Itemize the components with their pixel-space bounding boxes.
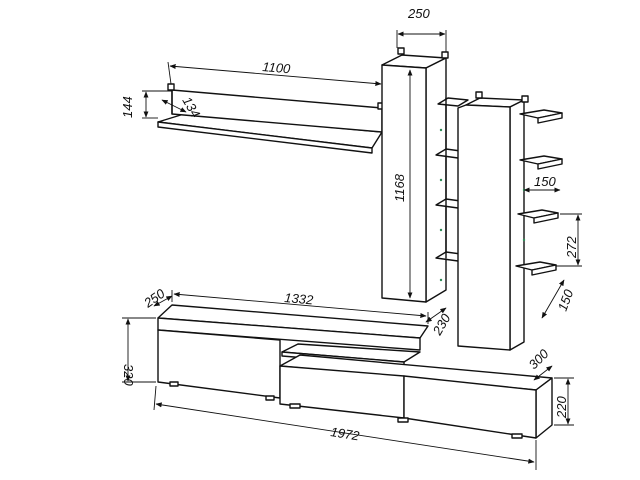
dim-cabinet-depth-label: 230 bbox=[429, 311, 454, 339]
dim-base-length-label: 1332 bbox=[284, 290, 315, 308]
dim-lower-depth-label: 300 bbox=[526, 346, 552, 372]
dim-total-width-label: 1972 bbox=[330, 424, 362, 443]
dim-top-width-label: 250 bbox=[407, 6, 430, 21]
side-shelf-rack-right bbox=[515, 109, 563, 276]
shelf-column bbox=[457, 91, 529, 351]
dimension-lines bbox=[122, 30, 582, 470]
dim-lower-height-label: 220 bbox=[554, 396, 569, 419]
dim-shelf-height-label: 144 bbox=[120, 96, 135, 118]
dim-shelf-spacing-label: 272 bbox=[564, 236, 579, 259]
dim-shelf-length-label: 1100 bbox=[262, 59, 292, 76]
dim-side-depth-label: 150 bbox=[555, 287, 577, 313]
dim-base-depth-label: 250 bbox=[140, 285, 168, 311]
tall-cabinet bbox=[381, 47, 449, 303]
dim-base-height-label: 320 bbox=[121, 364, 136, 386]
lower-cabinet bbox=[279, 354, 553, 439]
dim-small-shelf-width-label: 150 bbox=[534, 174, 556, 189]
dim-cabinet-height-label: 1168 bbox=[392, 173, 407, 202]
wall-shelf bbox=[157, 83, 385, 154]
